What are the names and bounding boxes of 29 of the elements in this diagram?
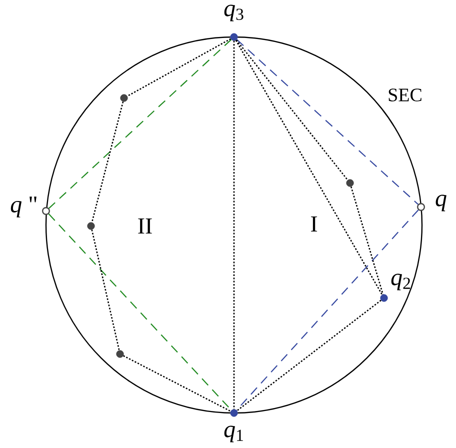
- region-label: II: [138, 218, 152, 234]
- connector-line: [236, 300, 382, 412]
- connector-line: [233, 40, 235, 410]
- point-marker: [230, 409, 238, 417]
- point-marker: [42, 207, 50, 215]
- point-marker: [120, 94, 128, 102]
- point-marker: [346, 179, 354, 187]
- point-label: q ": [10, 196, 36, 218]
- connector-line: [235, 40, 383, 296]
- point-marker: [380, 294, 388, 302]
- connector-line: [350, 186, 384, 295]
- connector-line: [236, 39, 418, 205]
- connector-line: [48, 39, 232, 209]
- point-label: q$_{2}$: [391, 274, 410, 290]
- connector-line: [236, 40, 348, 180]
- connector-line: [236, 210, 419, 411]
- point-label: q$_{3}$: [224, 4, 244, 22]
- connector-line: [91, 230, 120, 350]
- point-marker: [230, 33, 238, 41]
- point-marker: [417, 203, 425, 211]
- point-label: q$_{1}$: [224, 426, 243, 442]
- point-marker: [116, 350, 124, 358]
- point-marker: [87, 222, 95, 230]
- connector-line: [123, 355, 231, 412]
- connector-line: [127, 38, 231, 97]
- region-label: SEC: [388, 88, 422, 102]
- point-label: q: [436, 194, 446, 212]
- connector-line: [91, 102, 124, 222]
- region-label: I: [311, 216, 318, 232]
